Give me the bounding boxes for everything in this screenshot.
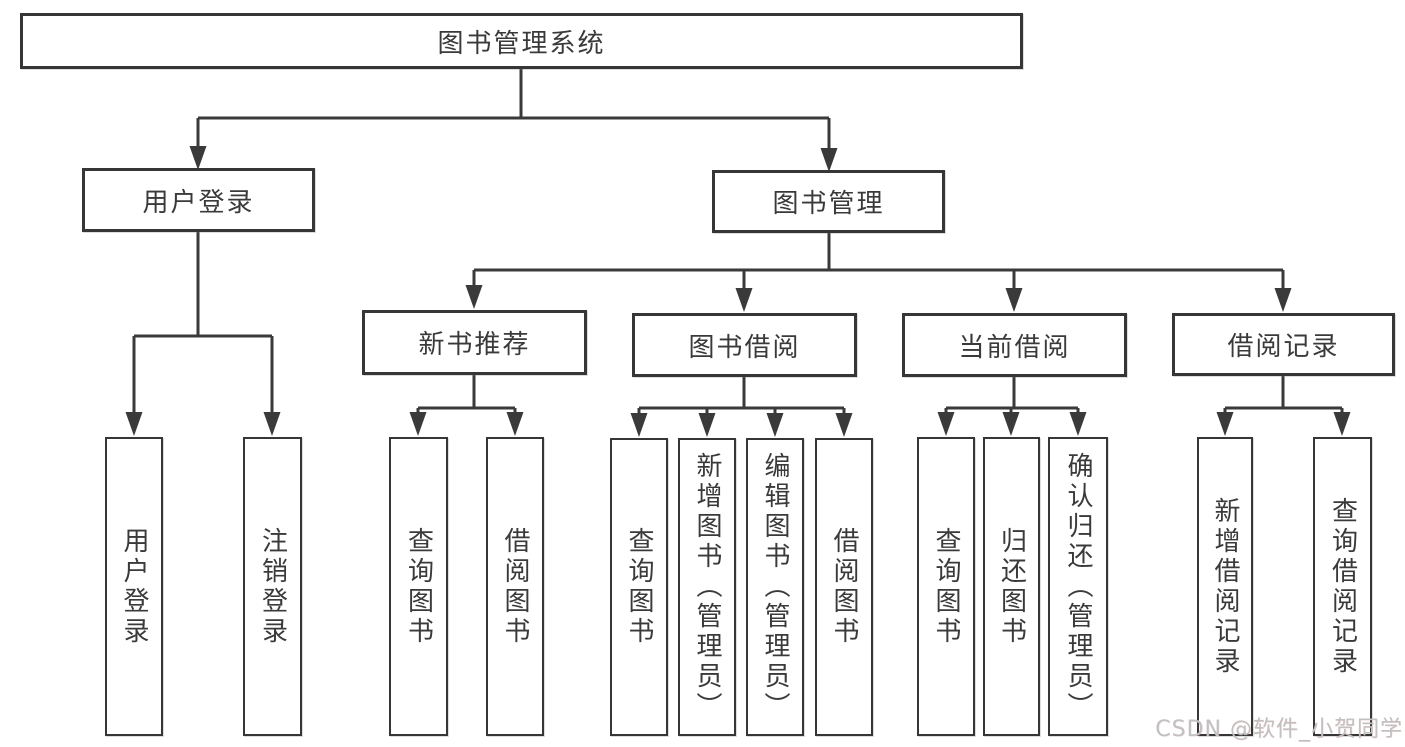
leaf-records-query-borrow-record: 查询借阅记录	[1313, 437, 1372, 736]
leaf-rec-query-books: 查询图书	[389, 437, 448, 736]
leaf-rec-borrow-books: 借阅图书	[486, 437, 544, 736]
node-label: 查询借阅记录	[1327, 496, 1358, 677]
node-label: 借阅记录	[1227, 332, 1340, 362]
node-user-login: 用户登录	[82, 168, 315, 232]
node-label: 图书借阅	[688, 332, 801, 363]
leaf-borrow-edit-books-admin: 编辑图书（管理员）	[746, 438, 804, 736]
node-label: 编辑图书（管理员）	[760, 452, 790, 722]
node-label: 用户登录	[119, 526, 149, 647]
node-label: 注销登录	[257, 526, 288, 647]
leaf-records-add-borrow-record: 新增借阅记录	[1197, 437, 1253, 736]
node-label: 查询图书	[403, 526, 434, 647]
leaf-borrow-query-books: 查询图书	[610, 438, 668, 736]
node-label: 图书管理	[772, 189, 885, 219]
node-label: 查询图书	[624, 527, 654, 647]
node-label: 借阅图书	[500, 526, 530, 647]
node-label: 确认归还（管理员）	[1063, 451, 1093, 722]
node-label: 新书推荐	[418, 330, 531, 360]
node-current-borrowing: 当前借阅	[902, 313, 1127, 377]
leaf-borrow-add-books-admin: 新增图书（管理员）	[678, 438, 736, 736]
node-book-management: 图书管理	[712, 170, 945, 233]
node-label: 查询图书	[931, 526, 961, 647]
node-label: 新增图书（管理员）	[692, 452, 722, 722]
node-label: 用户登录	[142, 187, 255, 218]
node-label: 归还图书	[996, 526, 1027, 647]
node-label: 新增借阅记录	[1210, 496, 1240, 677]
leaf-current-return-books: 归还图书	[983, 437, 1040, 736]
node-new-book-recommendation: 新书推荐	[362, 310, 587, 375]
node-library-management-system: 图书管理系统	[20, 13, 1023, 69]
node-label: 图书管理系统	[437, 28, 606, 59]
node-borrowing-records: 借阅记录	[1172, 313, 1395, 376]
leaf-logout: 注销登录	[243, 437, 302, 736]
leaf-user-login: 用户登录	[105, 437, 163, 736]
leaf-current-query-books: 查询图书	[917, 437, 975, 736]
leaf-current-confirm-return-admin: 确认归还（管理员）	[1048, 437, 1108, 736]
node-label: 当前借阅	[958, 332, 1071, 363]
csdn-watermark: CSDN @软件_小贺同学	[1155, 717, 1403, 742]
leaf-borrow-borrow-books: 借阅图书	[815, 438, 873, 736]
node-book-borrowing: 图书借阅	[632, 313, 857, 377]
node-label: 借阅图书	[829, 527, 859, 647]
